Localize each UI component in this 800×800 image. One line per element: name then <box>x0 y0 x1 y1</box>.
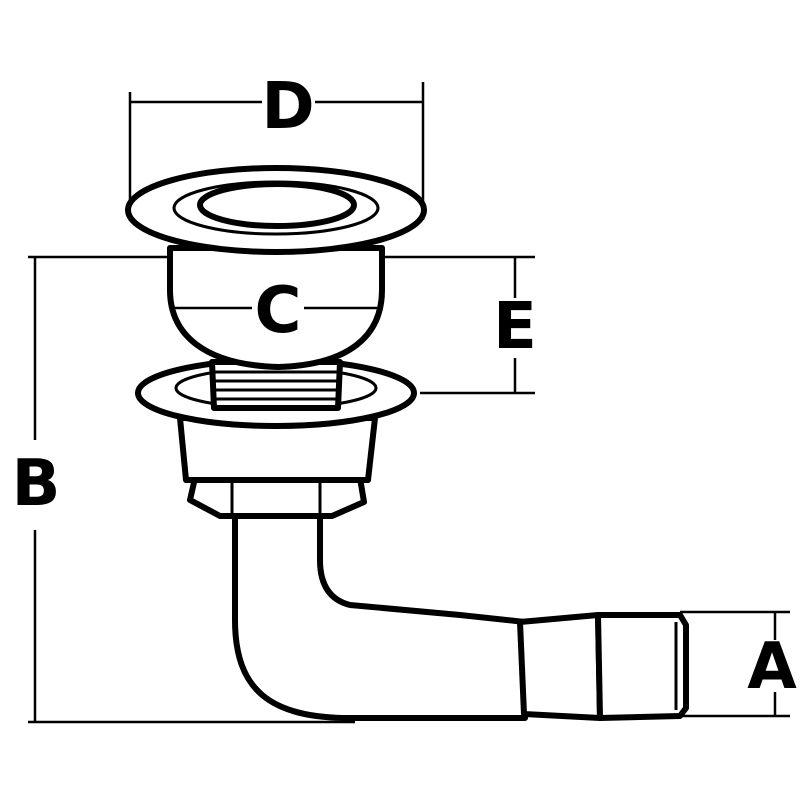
label-a: A <box>747 630 797 704</box>
hose-tail-sleeve <box>517 612 603 721</box>
label-e: E <box>493 290 537 364</box>
label-d: D <box>261 70 314 144</box>
hex-nut <box>187 475 367 519</box>
dimension-e <box>380 255 535 395</box>
label-c: C <box>255 274 302 348</box>
threaded-section <box>209 359 343 411</box>
dimension-b <box>28 255 355 724</box>
outlet-opening <box>197 181 357 229</box>
dimension-a <box>680 610 790 718</box>
hose-tail-end <box>595 612 689 721</box>
upper-body <box>167 245 385 370</box>
label-b: B <box>12 447 61 521</box>
elbow-tube <box>232 512 528 721</box>
